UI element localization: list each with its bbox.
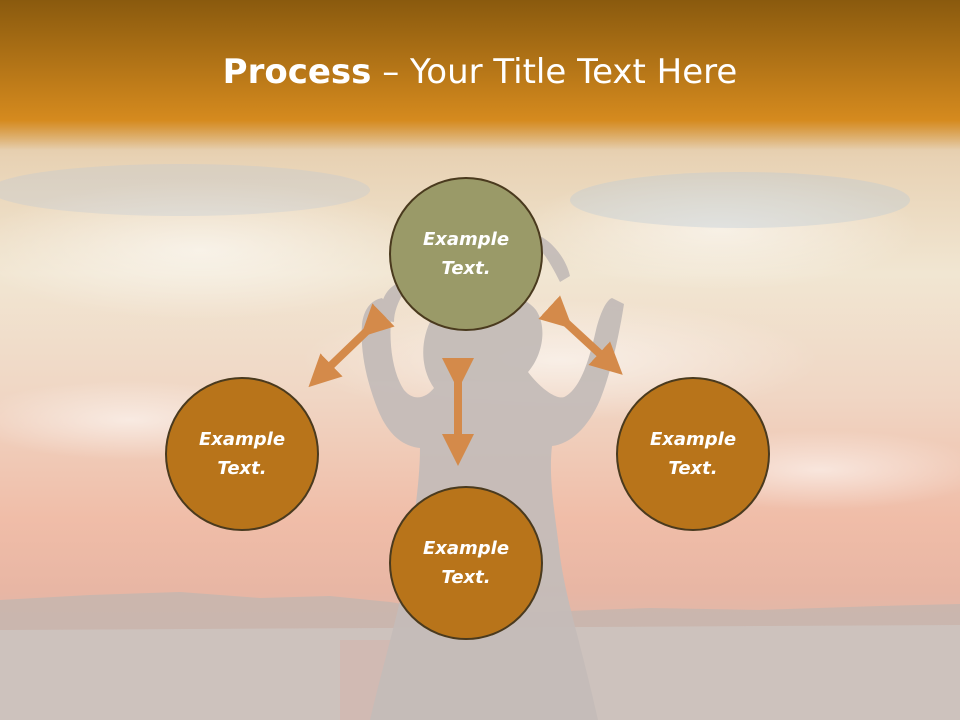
arrow-top-left xyxy=(308,303,395,388)
title-bold: Process xyxy=(222,52,372,92)
slide-title: Process – Your Title Text Here xyxy=(0,52,960,92)
arrow-top-right xyxy=(538,295,623,375)
title-bar xyxy=(0,0,960,150)
title-rest: Your Title Text Here xyxy=(410,52,738,92)
title-separator: – xyxy=(371,52,411,92)
